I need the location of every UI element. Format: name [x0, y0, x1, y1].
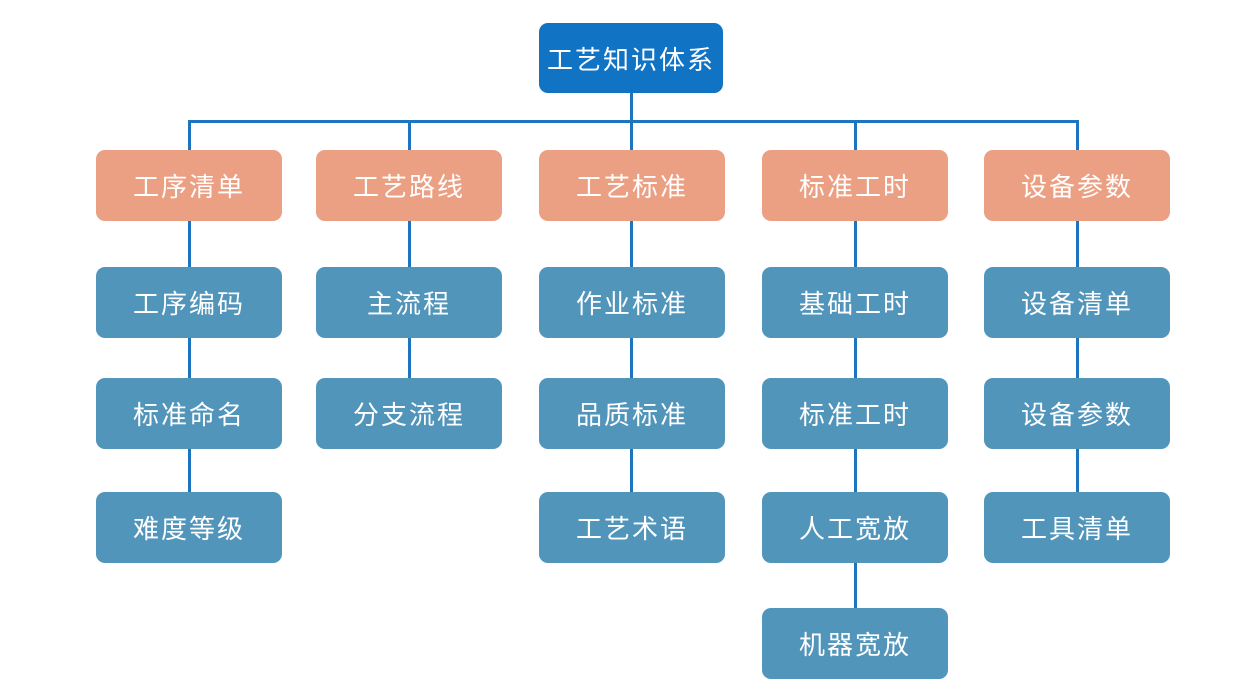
node-equipment-parameters: 设备参数: [984, 378, 1170, 449]
node-machine-allowance: 机器宽放: [762, 608, 948, 679]
branch-process-list: 工序清单: [96, 150, 282, 221]
node-tool-list: 工具清单: [984, 492, 1170, 563]
node-operation-standard: 作业标准: [539, 267, 725, 338]
node-main-flow: 主流程: [316, 267, 502, 338]
branch-equipment-parameters: 设备参数: [984, 150, 1170, 221]
node-standard-naming: 标准命名: [96, 378, 282, 449]
node-quality-standard: 品质标准: [539, 378, 725, 449]
node-basic-work-hours: 基础工时: [762, 267, 948, 338]
node-process-code: 工序编码: [96, 267, 282, 338]
connector-column-2: [408, 120, 411, 413]
node-manual-allowance: 人工宽放: [762, 492, 948, 563]
branch-standard-work-hours: 标准工时: [762, 150, 948, 221]
node-branch-flow: 分支流程: [316, 378, 502, 449]
node-standard-work-hours: 标准工时: [762, 378, 948, 449]
node-process-terminology: 工艺术语: [539, 492, 725, 563]
node-difficulty-level: 难度等级: [96, 492, 282, 563]
branch-process-route: 工艺路线: [316, 150, 502, 221]
branch-process-standards: 工艺标准: [539, 150, 725, 221]
node-equipment-list: 设备清单: [984, 267, 1170, 338]
connector-bus: [188, 120, 1079, 123]
node-root-knowledge-system: 工艺知识体系: [539, 23, 723, 93]
